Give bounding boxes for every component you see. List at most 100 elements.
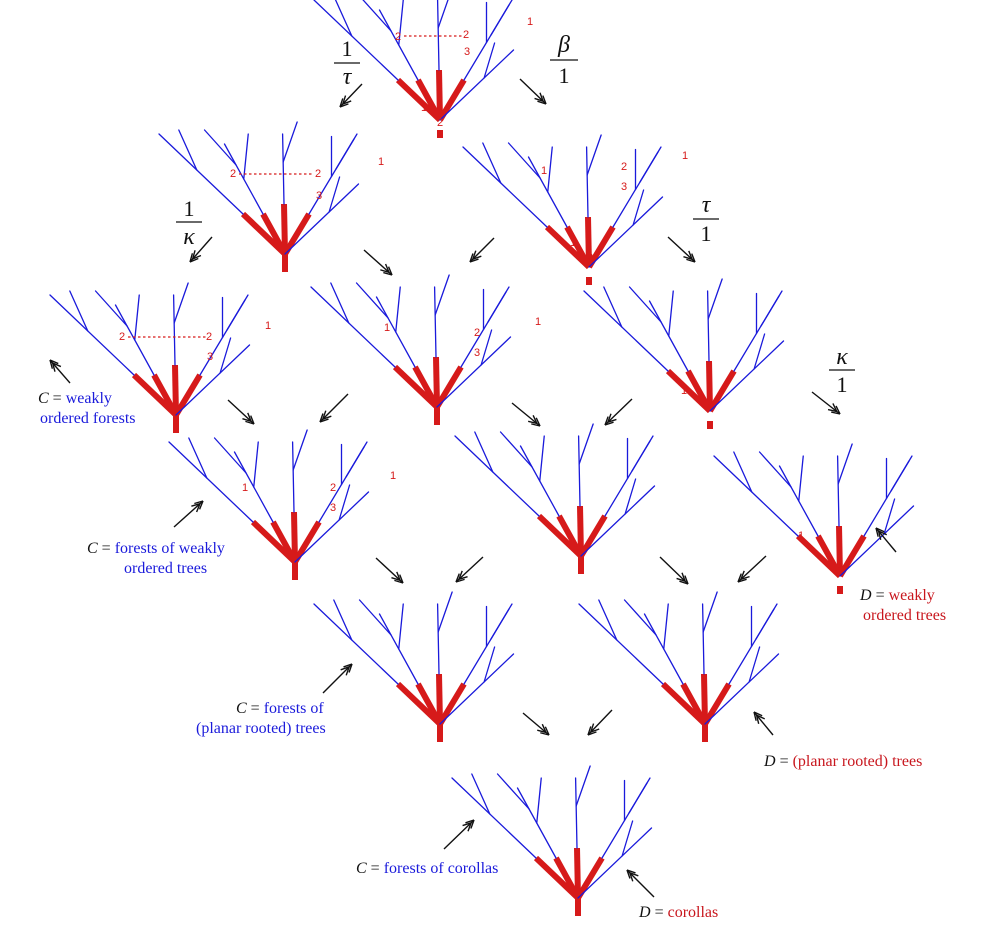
leaf-edge — [282, 121, 298, 163]
arrow-shaft — [319, 393, 349, 423]
arrow-se-row1 — [363, 249, 393, 276]
level-number-3: 3 — [464, 46, 470, 58]
leaf-edge — [433, 286, 437, 358]
arrow-head — [629, 872, 634, 882]
label-d-planar-rooted-trees: D = (planar rooted) trees — [763, 753, 922, 770]
leaf-edge — [355, 282, 389, 319]
arrow-head — [319, 413, 324, 423]
svg-text:C = forests of: C = forests of — [236, 700, 324, 717]
arrow-head — [740, 575, 750, 580]
svg-text:κ: κ — [836, 344, 848, 370]
arrow-head — [531, 423, 541, 427]
tree-row3-right: 12 — [713, 443, 915, 594]
leaf-edge — [328, 176, 341, 213]
arrow-head — [52, 362, 62, 368]
level-number-1: 1 — [570, 237, 576, 249]
arrow-shaft — [443, 819, 475, 850]
level-number-2: 2 — [395, 31, 401, 43]
leaf-edge — [701, 603, 705, 675]
thick-branch — [436, 69, 443, 121]
leaf-edge — [398, 603, 404, 650]
leaf-edge — [575, 765, 591, 807]
thick-branch — [433, 356, 440, 408]
level-number-1: 1 — [527, 16, 533, 28]
arrow-head — [348, 663, 353, 673]
arrow-shaft — [173, 500, 204, 528]
leaf-edge — [586, 134, 602, 176]
svg-text:(planar rooted) trees: (planar rooted) trees — [196, 720, 326, 737]
leaf-edge — [335, 133, 358, 170]
thick-branch — [172, 364, 179, 416]
arrow-head — [607, 418, 617, 423]
leaf-edge — [284, 183, 360, 255]
svg-text:1: 1 — [184, 196, 195, 221]
arrow-head — [532, 414, 538, 424]
arrow-se-row3b — [659, 556, 689, 585]
arrow-pointer-c2 — [173, 500, 204, 528]
leaf-edge — [471, 773, 491, 815]
arrow-shaft — [455, 556, 484, 583]
arrow-shaft — [519, 78, 547, 105]
arrow-head — [49, 359, 59, 365]
leaf-edge — [836, 455, 840, 527]
leaf-edge — [313, 0, 399, 81]
leaf-edge — [628, 286, 662, 323]
arrow-head — [469, 253, 474, 263]
leaf-edge — [226, 294, 249, 331]
leaf-edge — [758, 451, 792, 488]
arrow-head — [189, 257, 199, 263]
arrow-head — [247, 412, 252, 422]
arrow-head — [245, 420, 255, 425]
leaf-edge — [395, 286, 401, 333]
arrow-shaft — [511, 402, 541, 427]
fraction-tau-over-one: τ 1 — [693, 192, 719, 246]
arrow-sw-row4 — [587, 709, 613, 736]
arrow-head — [342, 95, 347, 105]
arrow-head — [753, 711, 763, 717]
arrow-head — [753, 711, 757, 721]
level-number-2: 2 — [621, 161, 627, 173]
arrow-head — [877, 530, 882, 540]
thick-branch — [837, 534, 867, 578]
leaf-edge — [213, 437, 247, 474]
label-d-corollas: D = corollas — [638, 904, 718, 921]
thick-branch — [556, 514, 584, 558]
thick-branch — [706, 360, 713, 412]
leaf-edge — [621, 820, 634, 857]
leaf-edge — [709, 340, 785, 412]
svg-text:κ: κ — [183, 224, 195, 250]
thick-branch — [270, 520, 298, 564]
arrow-head — [383, 271, 393, 276]
arrow-head — [681, 572, 686, 582]
arrow-head — [198, 500, 204, 510]
svg-text:τ: τ — [343, 64, 353, 90]
leaf-edge — [547, 146, 553, 193]
arrow-sw-row2 — [319, 393, 349, 423]
arrow-head — [189, 253, 194, 263]
leaf-edge — [436, 603, 440, 675]
arrow-head — [835, 405, 841, 415]
arrow-head — [686, 258, 696, 263]
arrow-head — [345, 666, 350, 676]
level-number-3: 3 — [330, 502, 336, 514]
arrow-head — [737, 578, 747, 583]
level-number-3: 3 — [621, 181, 627, 193]
level-number-2: 2 — [230, 168, 236, 180]
arrow-se-row4 — [522, 712, 550, 736]
arrow-head — [626, 869, 636, 874]
thick-branch — [553, 856, 581, 900]
leaf-edge — [578, 423, 594, 465]
arrow-shaft — [227, 399, 255, 425]
arrow-head — [831, 411, 841, 415]
arrow-head — [827, 408, 838, 413]
tree-row2-right: 12 — [583, 278, 785, 429]
arrow-pointer-d2 — [753, 711, 774, 736]
arrow-head — [194, 500, 204, 505]
level-number-1: 1 — [384, 322, 390, 334]
leaf-edge — [345, 441, 368, 478]
level-number-3: 3 — [207, 351, 213, 363]
leaf-edge — [439, 653, 515, 725]
